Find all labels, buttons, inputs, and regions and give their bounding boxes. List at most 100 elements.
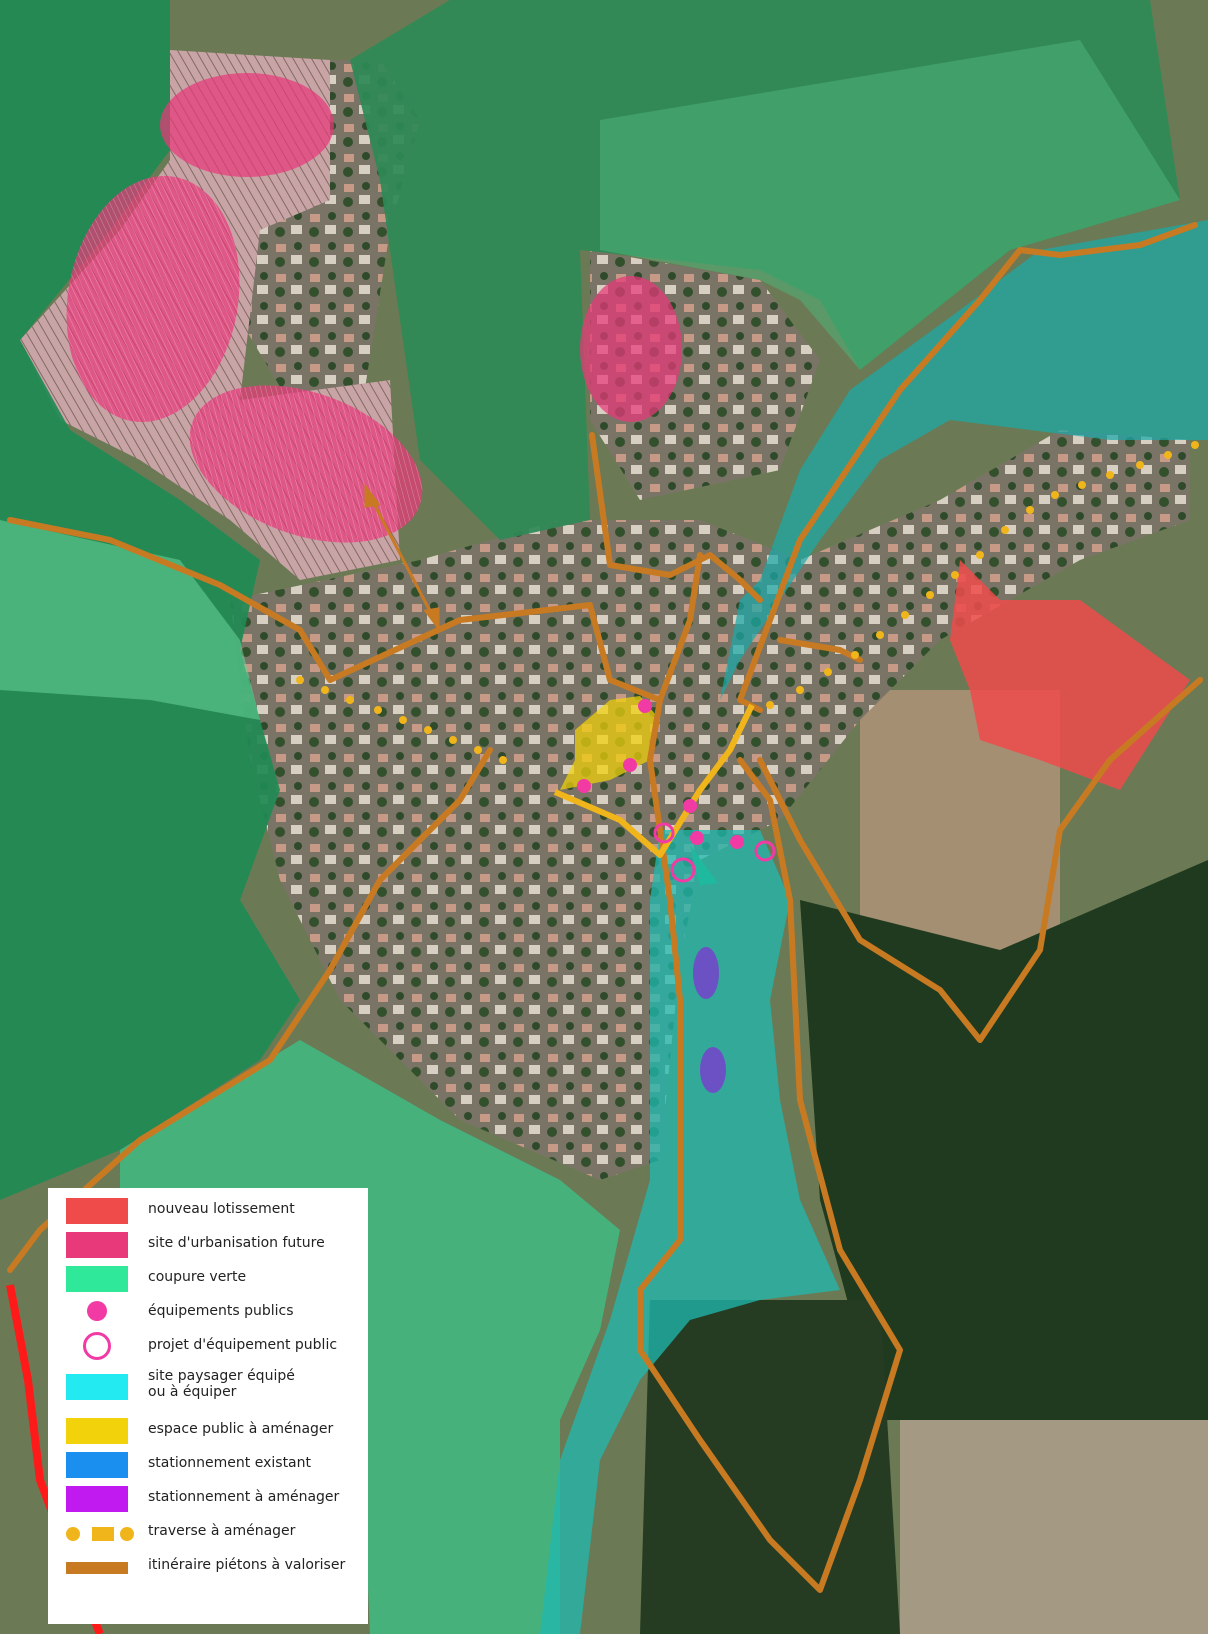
green-buffer-north-east (600, 40, 1180, 370)
traverse-dot (951, 571, 959, 579)
traverse-dots (296, 441, 1199, 764)
itinerary-north-centre (589, 432, 763, 603)
landscaped-site-valley (540, 830, 840, 1634)
legend-label: stationnement existant (148, 1455, 311, 1471)
legend-label: nouveau lotissement (148, 1201, 295, 1217)
public-facility-marker (690, 831, 704, 845)
traverse-dot (796, 686, 804, 694)
direction-arrow (690, 845, 718, 885)
public-facility-marker (638, 699, 652, 713)
public-facility-marker (623, 758, 637, 772)
traverse-dot (1078, 481, 1086, 489)
traverse-dot (1136, 461, 1144, 469)
hatch-overlay-2 (189, 385, 423, 543)
traverse-dot (976, 551, 984, 559)
legend-label: itinéraire piétons à valoriser (148, 1557, 346, 1573)
public-facilities (577, 699, 744, 849)
landscaped-site-north-east (720, 220, 1208, 700)
traverse-dot (1106, 471, 1114, 479)
legend-symbol (87, 1301, 107, 1321)
traverse-dot (321, 686, 329, 694)
legend-item-stationnement-a-amenager: stationnement à aménager (48, 1482, 368, 1516)
public-facility-marker (577, 779, 591, 793)
legend-symbol (48, 1516, 138, 1550)
pedestrian-itineraries (7, 222, 1203, 1593)
public-facility-marker (730, 835, 744, 849)
legend-label: espace public à aménager (148, 1421, 334, 1437)
legend-item-urbanisation-future: site d'urbanisation future (48, 1228, 368, 1262)
legend-item-nouveau-lotissement: nouveau lotissement (48, 1194, 368, 1228)
traverse-dot (374, 706, 382, 714)
traverse-main-street (553, 703, 755, 858)
future-urbanisation-site-1 (160, 73, 334, 177)
hatch-overlay-1 (66, 175, 240, 423)
public-facility-project-marker (670, 857, 696, 883)
legend-symbol (66, 1418, 128, 1444)
traverse-dot (851, 651, 859, 659)
itinerary-centre (647, 552, 703, 833)
legend-symbol (66, 1452, 128, 1478)
public-facility-project-marker (754, 840, 776, 862)
public-facility-projects (653, 822, 776, 883)
traverse-dot (1026, 506, 1034, 514)
traverse-symbol-part (120, 1527, 134, 1541)
traverse-dot (1164, 451, 1172, 459)
legend-label: projet d'équipement public (148, 1337, 338, 1353)
legend-item-projet-equipement: projet d'équipement public (48, 1330, 368, 1364)
parking-to-develop-2 (700, 1047, 726, 1093)
future-urbanisation-site-4 (580, 276, 682, 422)
traverse-dot (766, 701, 774, 709)
traverse-dot (1051, 491, 1059, 499)
traverse-symbol-part (66, 1527, 80, 1541)
public-facility-project-marker (653, 822, 675, 844)
traverse-dot (449, 736, 457, 744)
traverse-dot (499, 756, 507, 764)
map-legend: nouveau lotissement site d'urbanisation f… (48, 1188, 368, 1624)
parking-to-develop-1 (693, 947, 719, 999)
main-traverse (553, 703, 755, 858)
traverse-symbol-part (92, 1527, 114, 1541)
new-subdivision (950, 560, 1190, 790)
legend-label: traverse à aménager (148, 1523, 296, 1539)
legend-item-coupure-verte: coupure verte (48, 1262, 368, 1296)
legend-item-equipements-publics: équipements publics (48, 1296, 368, 1330)
legend-symbol (66, 1266, 128, 1292)
legend-symbol (66, 1486, 128, 1512)
traverse-dot (346, 696, 354, 704)
traverse-dot (424, 726, 432, 734)
legend-item-stationnement-existant: stationnement existant (48, 1448, 368, 1482)
legend-item-espace-public: espace public à aménager (48, 1414, 368, 1448)
itinerary-north-east (737, 222, 1198, 713)
legend-label: équipements publics (148, 1303, 294, 1319)
traverse-dot (901, 611, 909, 619)
public-facility-marker (683, 799, 697, 813)
traverse-dot (474, 746, 482, 754)
legend-symbol (66, 1198, 128, 1224)
traverse-dot (1191, 441, 1199, 449)
legend-symbol (66, 1232, 128, 1258)
traverse-dot (296, 676, 304, 684)
itinerary-east (757, 677, 1203, 1043)
traverse-dot (876, 631, 884, 639)
green-buffer-west-light (0, 520, 260, 720)
traverse-dot (824, 668, 832, 676)
legend-symbol (66, 1374, 128, 1400)
traverse-dot (399, 716, 407, 724)
itinerary-valley (637, 757, 903, 1593)
legend-label: stationnement à aménager (148, 1489, 340, 1505)
legend-label: coupure verte (148, 1269, 247, 1285)
legend-item-traverse: traverse à aménager (48, 1516, 368, 1550)
forest-south-east (800, 860, 1208, 1420)
field-south-east (900, 1420, 1208, 1634)
legend-label: site d'urbanisation future (148, 1235, 325, 1251)
legend-symbol (66, 1562, 128, 1574)
legend-item-site-paysager: site paysager équipé ou à équiper (48, 1364, 368, 1412)
traverse-dot (926, 591, 934, 599)
legend-symbol (83, 1332, 111, 1360)
link-arrow (364, 483, 440, 632)
traverse-dot (1001, 526, 1009, 534)
legend-label: site paysager équipé ou à équiper (148, 1368, 295, 1400)
legend-item-itineraire: itinéraire piétons à valoriser (48, 1550, 368, 1584)
itinerary-west (7, 517, 663, 703)
